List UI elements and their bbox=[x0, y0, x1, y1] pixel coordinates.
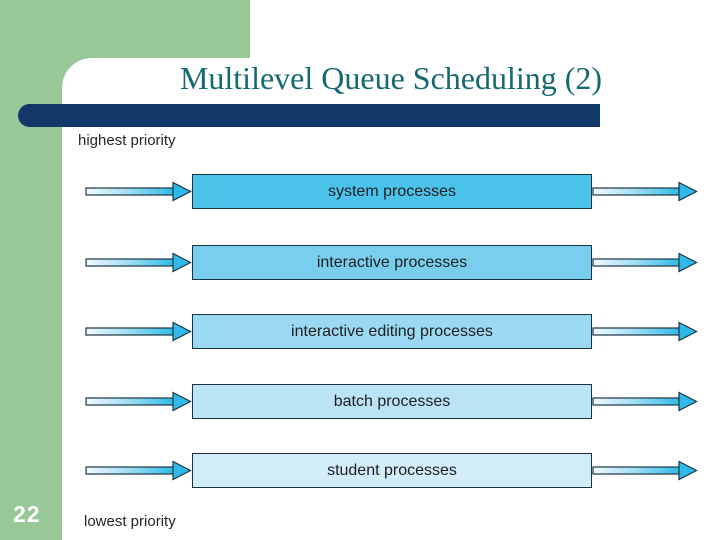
arrow-right-icon bbox=[85, 181, 192, 202]
highest-priority-label: highest priority bbox=[78, 132, 176, 149]
queue-box: system processes bbox=[192, 174, 592, 209]
arrow-right-icon bbox=[85, 321, 192, 342]
queue-row: student processes bbox=[85, 453, 698, 488]
slide-title: Multilevel Queue Scheduling (2) bbox=[179, 60, 603, 96]
arrow-right-icon bbox=[85, 252, 192, 273]
green-sidebar bbox=[0, 0, 62, 540]
arrow-right-icon bbox=[592, 460, 698, 481]
queue-box: batch processes bbox=[192, 384, 592, 419]
queue-box: interactive editing processes bbox=[192, 314, 592, 349]
queue-row: interactive processes bbox=[85, 245, 698, 280]
queue-label: system processes bbox=[327, 182, 457, 200]
queue-row: system processes bbox=[85, 174, 698, 209]
arrow-right-icon bbox=[592, 321, 698, 342]
arrow-right-icon bbox=[592, 391, 698, 412]
page-number: 22 bbox=[13, 501, 41, 527]
lowest-priority-label: lowest priority bbox=[84, 513, 176, 530]
queue-label: interactive editing processes bbox=[291, 322, 493, 340]
queue-label: student processes bbox=[327, 461, 457, 479]
queue-label: interactive processes bbox=[316, 253, 468, 271]
queue-box: student processes bbox=[192, 453, 592, 488]
arrow-right-icon bbox=[85, 460, 192, 481]
navy-divider-bar bbox=[18, 104, 600, 127]
queue-row: batch processes bbox=[85, 384, 698, 419]
arrow-right-icon bbox=[592, 252, 698, 273]
arrow-right-icon bbox=[85, 391, 192, 412]
arrow-right-icon bbox=[592, 181, 698, 202]
queue-box: interactive processes bbox=[192, 245, 592, 280]
queue-label: batch processes bbox=[333, 392, 451, 410]
queue-row: interactive editing processes bbox=[85, 314, 698, 349]
